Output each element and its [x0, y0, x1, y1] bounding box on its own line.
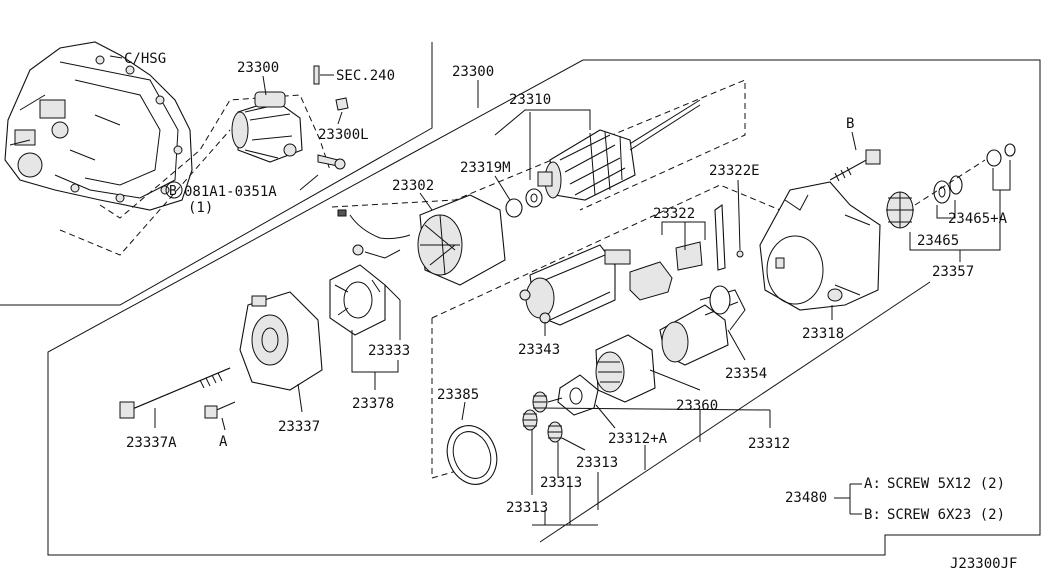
- label-gear-1: 23313: [576, 455, 618, 471]
- label-nut: 23300L: [318, 127, 369, 143]
- legend-a-key: A:: [864, 476, 881, 492]
- label-c-hsg: C/HSG: [124, 51, 166, 67]
- label-shaft-set: 23312+A: [608, 431, 668, 447]
- leader-bolt: [299, 174, 319, 191]
- label-housing: 23318: [802, 326, 844, 342]
- label-shim: 23322: [653, 206, 695, 222]
- label-bolt-qty: (1): [188, 200, 213, 216]
- label-screw-a: A: [219, 434, 228, 450]
- label-through-bolt: 23337A: [126, 435, 177, 451]
- planet-gear-2: [522, 409, 538, 431]
- planet-shaft: [547, 374, 599, 416]
- leader-gear-3: [531, 430, 599, 526]
- screw-a: [204, 401, 236, 419]
- leader-gear-1: [561, 437, 586, 451]
- brush-holder: [329, 264, 386, 336]
- internal-gear: [595, 334, 656, 403]
- exploded-frame: [47, 59, 1041, 556]
- label-shaft: 23312: [748, 436, 790, 452]
- yoke: [337, 194, 506, 286]
- diagram-code: J23300JF: [950, 556, 1017, 572]
- leader-nut: [337, 111, 343, 125]
- overrunning-clutch: [659, 285, 746, 366]
- label-sec240: SEC.240: [336, 68, 395, 84]
- label-seal: 23385: [437, 387, 479, 403]
- leader-starter-top: [262, 75, 267, 96]
- bolt-b: [829, 149, 881, 182]
- leader-rear-cover: [297, 383, 303, 413]
- gear-housing: [759, 181, 881, 311]
- dashed-armature: [331, 79, 746, 211]
- label-housing-kit: 23357: [932, 264, 974, 280]
- label-lever: 23465: [917, 233, 959, 249]
- through-bolt: [119, 367, 231, 419]
- leader-c-hsg: [109, 55, 123, 59]
- label-internal-gear: 23360: [676, 398, 718, 414]
- label-clutch: 23354: [725, 366, 767, 382]
- shim-parts: [629, 203, 744, 301]
- leader-washer: [494, 175, 511, 201]
- legend-b-text: SCREW 6X23 (2): [887, 507, 1005, 523]
- planet-gear-3: [547, 421, 563, 443]
- leader-housing-kit-long: [539, 281, 931, 543]
- label-bolt-b: B: [846, 116, 854, 132]
- dashed-outline-bottom: [59, 129, 231, 256]
- section-divider: [0, 42, 433, 306]
- label-bolt-code: 081A1-0351A: [184, 184, 277, 200]
- seal-ring: [446, 425, 498, 485]
- stud-icon: [313, 65, 320, 85]
- leader-lever-set-b: [992, 160, 1011, 191]
- leader-screw-a: [221, 417, 226, 431]
- starter-assembly-small: [231, 91, 303, 163]
- leader-bolt-b: [851, 131, 857, 151]
- pinion-gear: [886, 143, 1016, 229]
- leader-shim-e: [737, 179, 741, 251]
- label-brush-kit: 23378: [352, 396, 394, 412]
- label-screw-kit: 23480: [785, 490, 827, 506]
- washer-1: [505, 198, 523, 218]
- leader-internal-gear: [649, 369, 701, 391]
- leader-clutch: [727, 329, 746, 361]
- leader-lever-set-a: [936, 200, 956, 219]
- label-shim-e: 23322E: [709, 163, 760, 179]
- label-starter-main: 23300: [452, 64, 494, 80]
- label-gear-2: 23313: [540, 475, 582, 491]
- armature: [537, 99, 701, 201]
- dashed-outline-top: [99, 94, 331, 219]
- leader-screw-kit: [834, 483, 862, 515]
- leader-armature: [494, 109, 591, 136]
- label-lever-set: 23465+A: [948, 211, 1008, 227]
- planet-gear-1: [532, 391, 548, 413]
- label-rear-cover: 23337: [278, 419, 320, 435]
- leader-shaft-bracket: [539, 407, 771, 470]
- transmission-housing: [4, 41, 193, 211]
- rear-cover: [239, 291, 323, 391]
- legend-a-text: SCREW 5X12 (2): [887, 476, 1005, 492]
- label-yoke: 23302: [392, 178, 434, 194]
- legend-b-key: B:: [864, 507, 881, 523]
- leader-lever: [909, 190, 1001, 251]
- leader-shim: [661, 221, 706, 250]
- bolt-circle-icon: [165, 181, 183, 199]
- magnetic-switch: [519, 244, 631, 326]
- leader-seal: [461, 401, 466, 421]
- label-bolt-circle: B: [169, 184, 177, 199]
- label-starter-top: 23300: [237, 60, 279, 76]
- washer-2: [525, 188, 543, 208]
- leader-yoke: [419, 192, 433, 211]
- leader-brush-holder-1: [384, 284, 401, 301]
- label-brush-holder: 23333: [368, 343, 410, 359]
- label-armature: 23310: [509, 92, 551, 108]
- label-washer: 23319M: [460, 160, 511, 176]
- label-switch: 23343: [518, 342, 560, 358]
- nut-icon: [335, 97, 349, 111]
- label-gear-3: 23313: [506, 500, 548, 516]
